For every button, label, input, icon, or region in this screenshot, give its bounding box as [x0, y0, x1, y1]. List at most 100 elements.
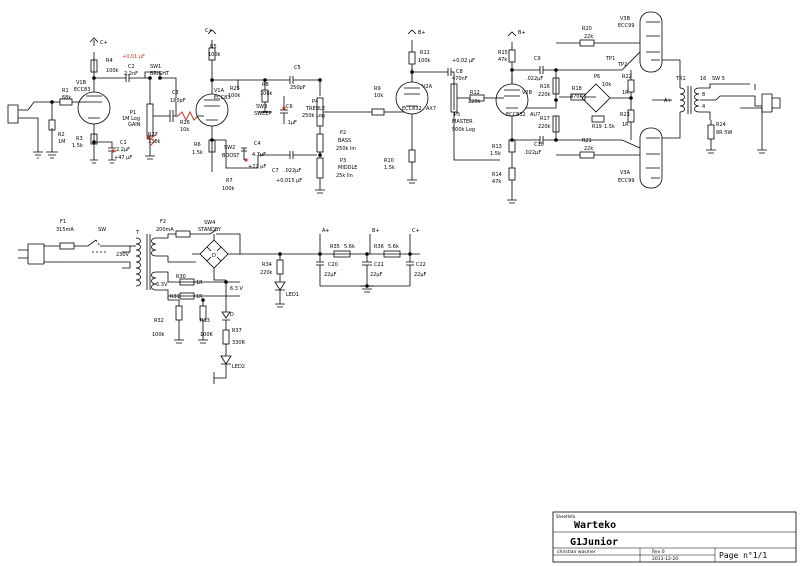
label-r13-value: 1.5k — [490, 151, 501, 157]
label-sw4: SW4 — [204, 220, 215, 226]
label-6.3v-b: 6.3 V — [230, 286, 244, 292]
annotation-markers — [111, 106, 286, 162]
label-16: 16 — [700, 76, 706, 82]
title-sheet-info: SheetInfo — [556, 514, 576, 519]
label-r21-value: 22k — [584, 146, 593, 152]
label-r30-value: 1R — [196, 280, 203, 286]
label-b-plus-3: B+ — [372, 228, 380, 234]
label-r21: R21 — [582, 138, 592, 144]
label-p6-value: 10k — [602, 82, 611, 88]
label-r13: R13 — [492, 144, 502, 150]
label-a-plus-1: A+ — [664, 98, 672, 104]
label-c7-value: .022µF — [284, 168, 301, 174]
label-sw5: SW 5 — [712, 76, 725, 82]
label-c2-value: 2.2nF — [124, 71, 138, 77]
label-r11-value: 100k — [418, 58, 431, 64]
label-tr1: TR1 — [675, 76, 686, 82]
label-r33: R33 — [200, 318, 210, 324]
label-p1-name: GAIN — [128, 122, 141, 128]
label-tp2: TP2 — [617, 62, 627, 68]
label-r32: R32 — [154, 318, 164, 324]
label-c6-value: .1µF — [286, 120, 297, 126]
label-230v: 230V — [116, 252, 130, 258]
label-p4-value: TREBLE — [305, 106, 325, 112]
label-p1-value: 1M Log — [122, 116, 140, 122]
label-r1: R1 — [62, 88, 69, 94]
label-6.3v-a: 6.3V — [156, 282, 168, 288]
label-c5: C5 — [294, 65, 301, 71]
label-r3-value: 1.5k — [72, 143, 83, 149]
label-c22-value: 22µF — [414, 272, 427, 278]
label-r20-value: 22k — [584, 34, 593, 40]
label-c1-note: +47 µF — [114, 155, 132, 161]
label-sw2-value: BOOST — [222, 153, 240, 159]
label-v3b-type: ECC99 — [618, 23, 635, 29]
label-r31-value: 1R — [196, 294, 203, 300]
label-c8-value: 470nF — [452, 76, 468, 82]
label-b-plus-1: B+ — [418, 30, 426, 36]
label-r26-value: 10k — [180, 127, 189, 133]
label-r12-value: 220k — [468, 99, 481, 105]
label-sw3: SW3 — [256, 104, 267, 110]
label-r17-value: 220k — [538, 124, 551, 130]
label-p5-name: 500k Log — [452, 127, 475, 133]
label-v2a: V2A — [422, 84, 433, 90]
label-r25: R25 — [230, 86, 240, 92]
label-d2: D — [230, 312, 234, 318]
label-led2: LED2 — [232, 364, 245, 370]
component-labels: C+ R4 100k +0,01 µF C2 2.2nF SW1 BRIGHT … — [56, 16, 732, 370]
label-d: D — [212, 253, 216, 259]
label-p3-value: MIDDLE — [338, 165, 357, 171]
label-r16: R16 — [540, 84, 550, 90]
label-sw1: SW1 — [150, 64, 161, 70]
label-a-plus-2: A+ — [322, 228, 330, 234]
label-p2-name: 250k lin — [336, 146, 356, 152]
label-c3-value: 180pF — [170, 98, 186, 104]
label-v1b-type: ECC83 — [74, 87, 91, 93]
label-c10: C10 — [534, 142, 544, 148]
label-r35: R35 — [330, 244, 340, 250]
label-r23-value: 1R — [622, 122, 629, 128]
label-r22: R22 — [622, 74, 632, 80]
label-v2b-type: ECC832 — [506, 112, 526, 118]
label-r9: R9 — [374, 86, 381, 92]
label-c20-value: 22µF — [324, 272, 337, 278]
label-r12: R12 — [470, 90, 480, 96]
label-r4: R4 — [106, 58, 113, 64]
label-t: T — [135, 230, 140, 236]
label-v2a-sub: AX7 — [426, 106, 436, 112]
label-p5: P5 — [454, 112, 460, 118]
label-v2b: V2B — [522, 90, 533, 96]
label-r10-value: 1.5k — [384, 165, 395, 171]
label-c20: C20 — [328, 262, 338, 268]
label-r22-value: 1R — [622, 90, 629, 96]
label-c10-value: .022µF — [524, 150, 541, 156]
label-p5-value: MASTER — [452, 119, 473, 125]
label-c1-value: 2.2µF — [116, 147, 130, 153]
label-c9: C9 — [534, 56, 541, 62]
label-r31: R31 — [170, 294, 180, 300]
label-r37: R37 — [232, 328, 242, 334]
label-c3: C3 — [172, 90, 179, 96]
title-project: G1Junior — [570, 536, 618, 548]
label-r2-value: 1M — [58, 139, 66, 145]
label-c-plus-1: C+ — [100, 40, 108, 46]
title-revision: Rev 0 — [652, 549, 665, 555]
label-r27: R27 — [148, 132, 158, 138]
label-sw4-value: STANDBY — [198, 227, 222, 233]
label-c7: C7 — [272, 168, 279, 174]
title-company: Warteko — [574, 520, 616, 531]
label-c6: C6 — [286, 104, 293, 110]
label-c-plus-2: C+ — [205, 28, 213, 34]
label-v1a: V1A — [214, 88, 225, 94]
label-r36: R36 — [374, 244, 384, 250]
label-c21-value: 22µF — [370, 272, 383, 278]
label-r20: R20 — [582, 26, 592, 32]
label-r3: R3 — [76, 136, 83, 142]
label-c-plus-3: C+ — [412, 228, 420, 234]
label-p4: P4 — [312, 99, 318, 105]
label-v1b: V1B — [76, 80, 87, 86]
label-f1: F1 — [60, 219, 66, 225]
label-r37-value: 330R — [232, 340, 246, 346]
